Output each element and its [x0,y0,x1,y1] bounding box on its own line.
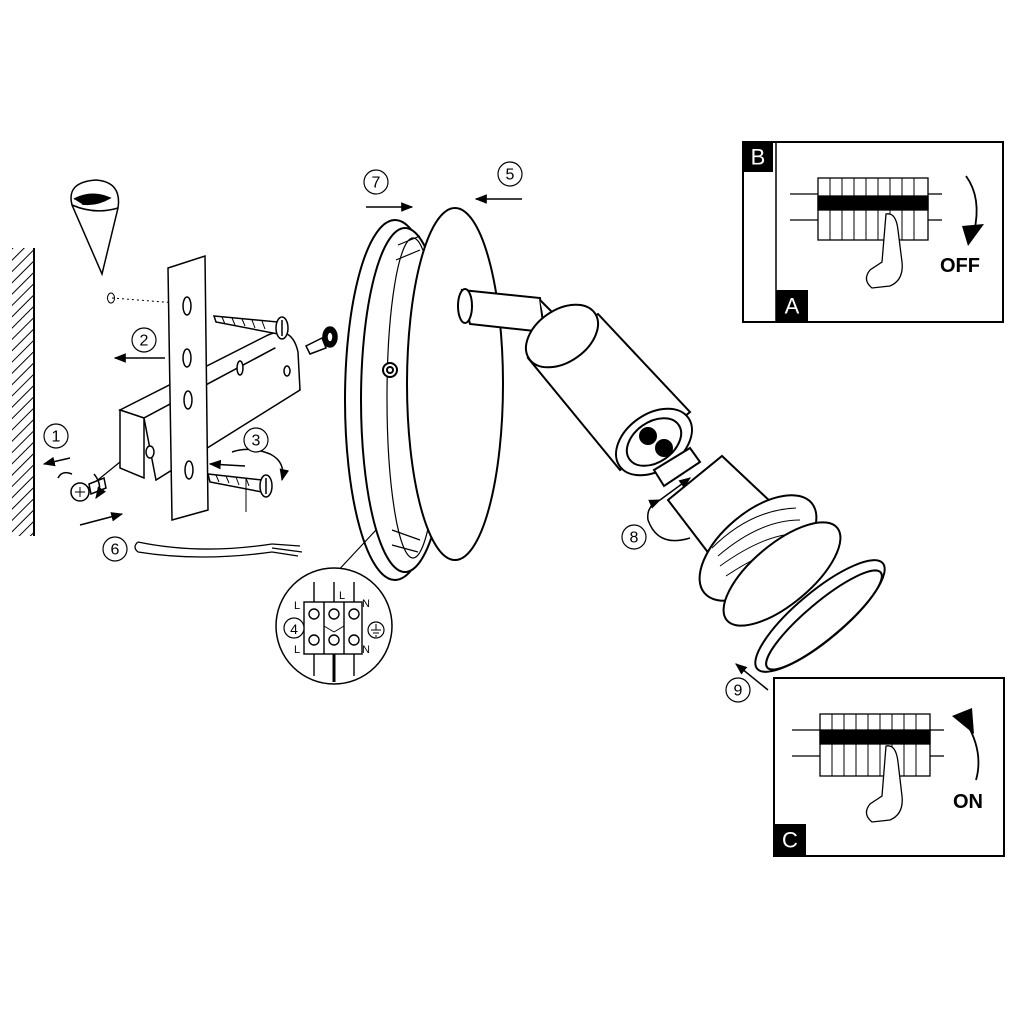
canopy-cover [406,207,504,561]
panel-corner-c [774,824,806,856]
terminal-neutral-bottom: N [362,644,370,656]
mounting-plate [167,254,209,521]
panel-switch-on [773,677,1005,857]
terminal-live-mid: L [339,590,345,602]
hand-icon [865,213,903,289]
wall-screw-upper [212,315,289,340]
step-6-label: 6 [111,542,120,559]
earth-symbol-icon [367,621,385,639]
front-glass-ring [754,559,886,673]
step-4-circle [283,617,305,639]
spot-head [524,303,693,477]
canopy-screw [304,326,338,355]
step-6-circle [102,536,128,562]
step-1-arrow [42,456,106,499]
drill-bit-icon [70,179,120,277]
step-7-circle [363,169,389,195]
terminal-neutral-top: N [362,598,370,610]
off-arrowhead-icon [962,224,984,246]
step-9-circle [725,677,751,703]
step-8-circle [621,524,647,550]
step-4-label: 4 [290,621,298,637]
step-2-circle [131,327,157,353]
wall [12,248,35,536]
step-9-arrow [735,663,769,691]
step-2-label: 2 [140,333,149,350]
step-3-label: 3 [252,433,261,450]
panel-switch-off [742,141,1004,323]
step-3-circle [243,427,269,453]
panel-letter-b: B [751,145,766,170]
step-labels [43,161,751,703]
step-8-arrow [647,477,691,542]
wall-screw-lower [207,473,273,498]
panel-letter-c: C [782,828,798,853]
step-5-circle [497,161,523,187]
mounting-bracket [118,331,301,482]
bracket-screw [70,461,121,502]
step-7-label: 7 [372,175,381,192]
panel-corner-b [743,142,773,172]
wall-hole-mark [107,292,115,304]
off-label: OFF [940,255,980,277]
breaker-box-bottom [792,713,944,777]
supply-cable [134,541,303,558]
step-8-label: 8 [630,530,639,547]
gu10-lamp [652,446,842,627]
step-6-arrow [79,512,124,526]
terminal-live-top: L [294,600,300,612]
panel-letter-a: A [785,294,800,319]
step-1-circle [43,423,69,449]
step-9-label: 9 [734,683,743,700]
hand-icon [865,745,903,823]
panel-corner-a [776,290,808,322]
on-arrowhead-icon [952,708,974,734]
step-3-arrow [208,448,290,512]
step-5-label: 5 [506,167,515,184]
on-label: ON [953,791,983,813]
terminal-live-bottom: L [294,644,300,656]
breaker-box-top [790,177,942,241]
terminal-block-magnifier [275,529,393,685]
step-1-label: 1 [52,429,61,446]
